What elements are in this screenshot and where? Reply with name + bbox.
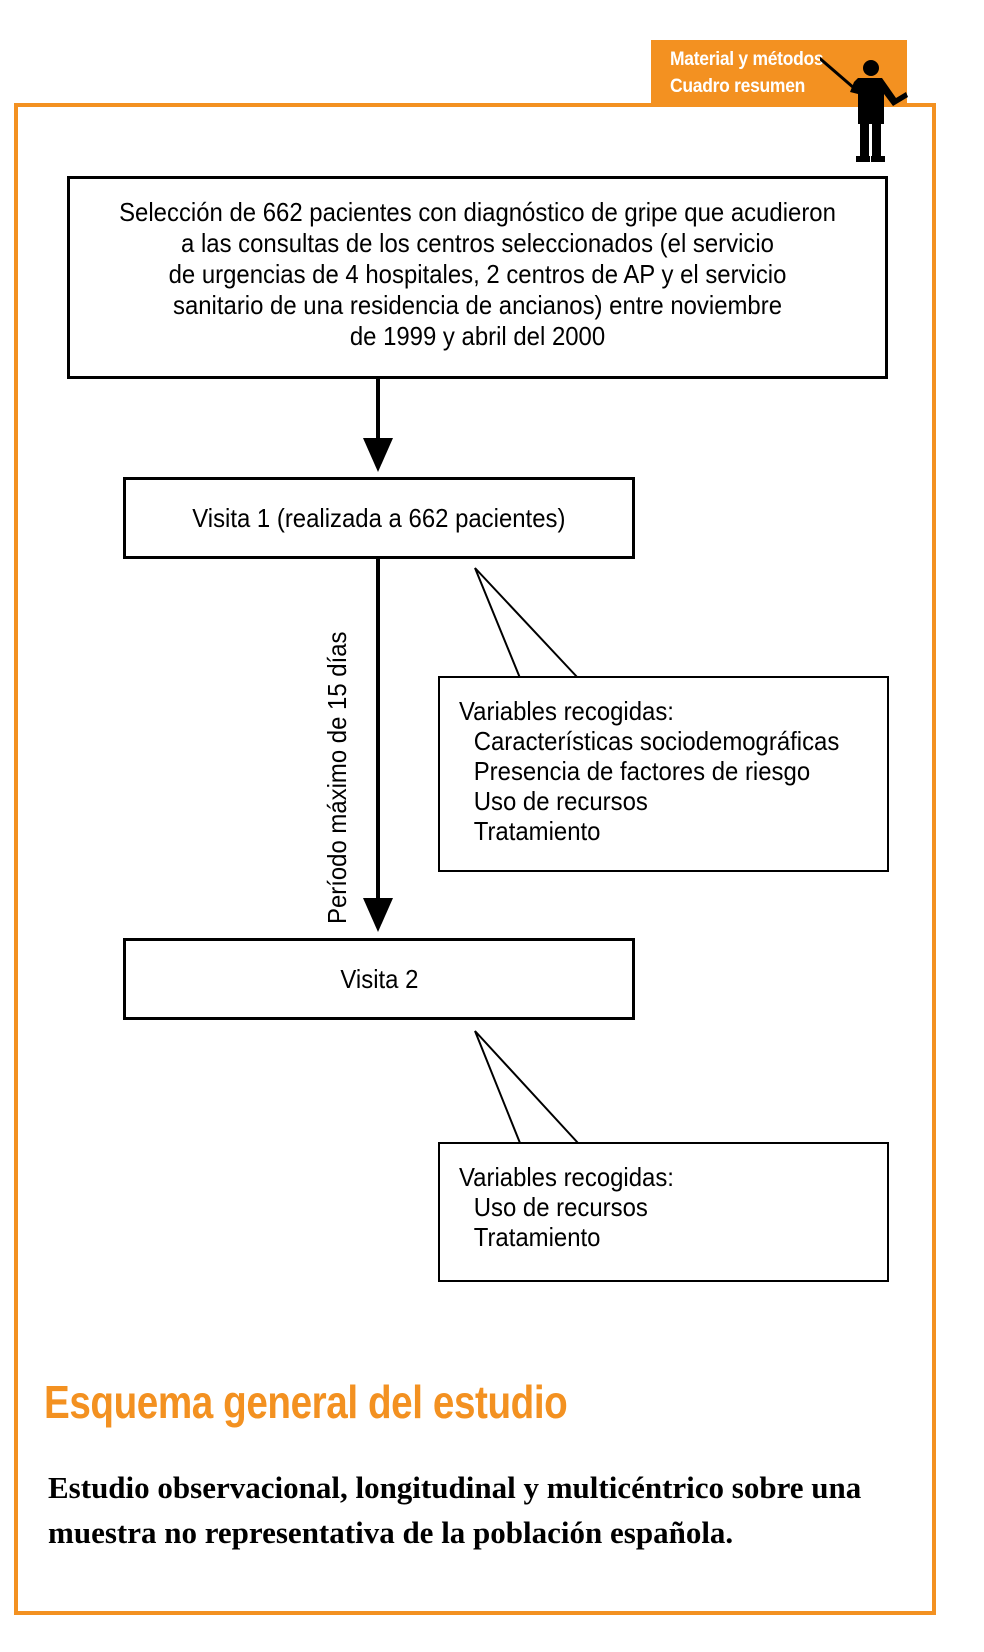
- patient-selection-box: Selección de 662 pacientes con diagnósti…: [67, 176, 888, 379]
- callout-pointer-visit1: [474, 567, 579, 679]
- visit1-variables-list: Variables recogidas: Características soc…: [459, 696, 853, 846]
- visit1-variables-callout: Variables recogidas: Características soc…: [438, 676, 889, 872]
- study-description: Estudio observacional, longitudinal y mu…: [48, 1470, 862, 1550]
- period-label: Período máximo de 15 días: [322, 631, 352, 924]
- tag-title: Material y métodos: [670, 49, 824, 70]
- variable-item: Tratamiento: [473, 816, 601, 846]
- selection-line-2: a las consultas de los centros seleccion…: [181, 228, 774, 258]
- selection-line-1: Selección de 662 pacientes con diagnósti…: [119, 197, 836, 227]
- visit2-variables-list: Variables recogidas: Uso de recursos Tra…: [459, 1162, 853, 1252]
- variable-item: Presencia de factores de riesgo: [473, 756, 811, 786]
- visit2-variables-title: Variables recogidas:: [459, 1162, 674, 1192]
- tag-subtitle: Cuadro resumen: [670, 76, 806, 97]
- visit2-box: Visita 2: [123, 938, 635, 1020]
- visit1-label: Visita 1 (realizada a 662 pacientes): [192, 502, 566, 533]
- arrow-selection-to-visit1: [363, 379, 393, 472]
- variable-item: Uso de recursos: [473, 786, 648, 816]
- visit2-label: Visita 2: [339, 963, 418, 994]
- callout-pointer-visit2: [474, 1030, 579, 1144]
- presenter-pointing-icon: [820, 56, 908, 162]
- selection-line-3: de urgencias de 4 hospitales, 2 centros …: [168, 259, 787, 289]
- variable-item: Características sociodemográficas: [473, 726, 840, 756]
- visit1-box: Visita 1 (realizada a 662 pacientes): [123, 477, 635, 559]
- selection-line-5: de 1999 y abril del 2000: [349, 321, 606, 351]
- variable-item: Uso de recursos: [473, 1192, 648, 1222]
- summary-frame: [14, 103, 936, 1615]
- visit2-variables-callout: Variables recogidas: Uso de recursos Tra…: [438, 1142, 889, 1282]
- selection-line-4: sanitario de una residencia de ancianos)…: [172, 290, 783, 320]
- page-title: Esquema general del estudio: [44, 1376, 568, 1428]
- variable-item: Tratamiento: [473, 1222, 601, 1252]
- arrow-visit1-to-visit2: [363, 559, 393, 932]
- visit1-variables-title: Variables recogidas:: [459, 696, 674, 726]
